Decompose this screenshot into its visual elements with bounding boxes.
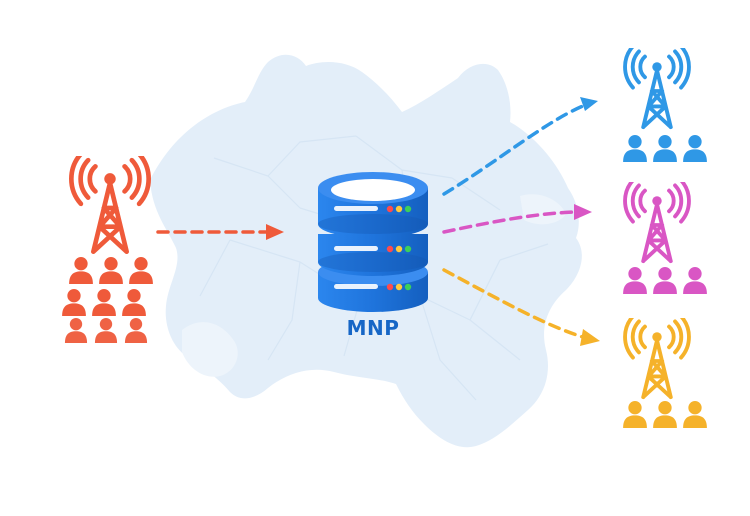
target-operator-orange-icon [623, 318, 707, 428]
flow-arrow-to-orange-operator [442, 268, 600, 346]
target-operator-magenta-icon [623, 182, 707, 294]
flow-arrow-to-magenta-operator [442, 204, 592, 234]
flow-arrow-to-blue-operator [442, 97, 598, 196]
source-operator-icon [62, 154, 153, 343]
server-label: MNP [346, 316, 400, 340]
database-server-icon [318, 172, 428, 312]
target-operator-blue-icon [623, 48, 707, 162]
flow-arrow-incoming [156, 224, 284, 240]
